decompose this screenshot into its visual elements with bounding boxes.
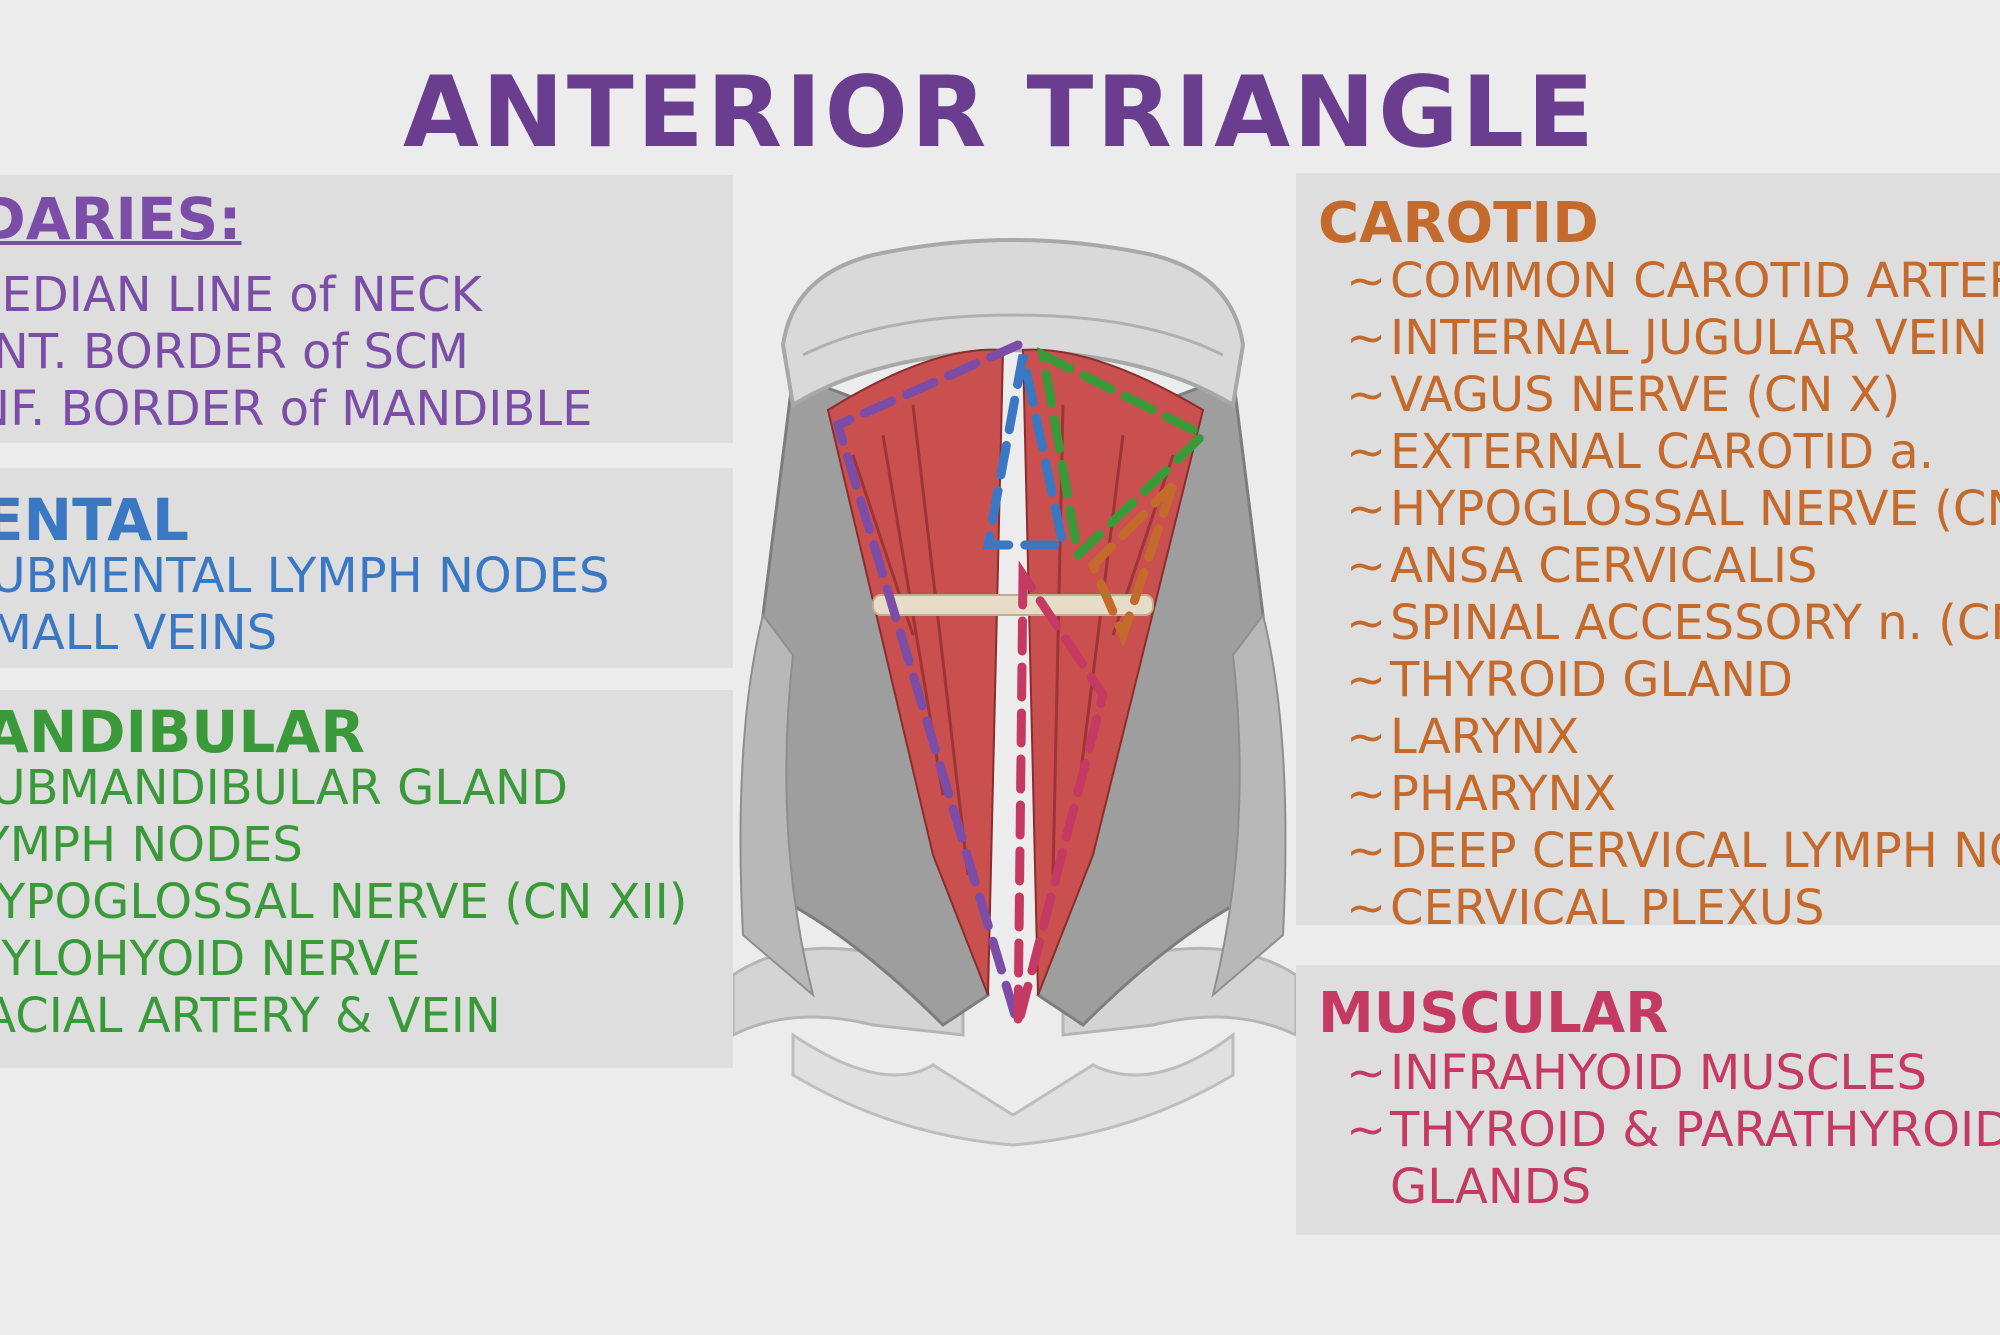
list-item: ~INTERNAL JUGULAR VEIN	[1346, 310, 2000, 367]
tilde-bullet: ~	[1346, 538, 1387, 594]
list-item-label: CERVICAL PLEXUS	[1390, 880, 1825, 925]
tilde-bullet: ~	[1346, 310, 1387, 366]
carotid-heading: CAROTID	[1318, 191, 1599, 256]
tilde-bullet: ~	[1346, 481, 1387, 537]
clavicle-shapes	[733, 946, 1296, 1147]
submental-outline	[982, 354, 1069, 550]
list-item-label: ANSA CERVICALIS	[1390, 538, 1818, 594]
list-item: INF. BORDER of MANDIBLE	[0, 381, 593, 437]
list-item-label: THYROID & PARATHYROID	[1390, 1102, 2000, 1158]
page-title: ANTERIOR TRIANGLE	[403, 56, 1597, 170]
submandibular-panel: BMANDIBULAR SUBMANDIBULAR GLAND LYMPH NO…	[0, 690, 733, 1068]
neck-illustration	[733, 238, 1296, 1147]
list-item: ~PHARYNX	[1346, 766, 2000, 823]
list-item: LYMPH NODES	[0, 817, 303, 873]
carotid-panel: CAROTID ~COMMON CAROTID ARTERY ~INTERNAL…	[1296, 173, 2000, 925]
list-item: ~EXTERNAL CAROTID a.	[1346, 424, 2000, 481]
tilde-bullet: ~	[1346, 1045, 1387, 1101]
list-item: ~COMMON CAROTID ARTERY	[1346, 253, 2000, 310]
list-item: ~THYROID & PARATHYROID	[1346, 1102, 2000, 1159]
tilde-bullet: ~	[1346, 1102, 1387, 1158]
list-item: FACIAL ARTERY & VEIN	[0, 988, 501, 1044]
list-item: ~CERVICAL PLEXUS	[1346, 880, 2000, 925]
tilde-bullet: ~	[1346, 709, 1387, 765]
list-item: ~LARYNX	[1346, 709, 2000, 766]
list-item: HYPOGLOSSAL NERVE (CN XII)	[0, 874, 688, 930]
list-item: ~DEEP CERVICAL LYMPH NODES	[1346, 823, 2000, 880]
muscular-outline	[1013, 560, 1108, 1027]
tilde-bullet: ~	[1346, 253, 1387, 309]
tilde-bullet: ~	[1346, 652, 1387, 708]
list-item-label: INTERNAL JUGULAR VEIN	[1390, 310, 1988, 366]
list-item: ~HYPOGLOSSAL NERVE (CN XII)	[1346, 481, 2000, 538]
submandibular-list: SUBMANDIBULAR GLAND LYMPH NODES HYPOGLOS…	[0, 760, 688, 1045]
list-item-label: HYPOGLOSSAL NERVE (CN XII)	[1390, 481, 2000, 537]
list-item-label: DEEP CERVICAL LYMPH NODES	[1390, 823, 2000, 879]
tilde-bullet: ~	[1346, 880, 1387, 925]
list-item-label: PHARYNX	[1390, 766, 1617, 822]
carotid-outline	[1087, 481, 1178, 648]
muscular-heading: MUSCULAR	[1318, 981, 1669, 1046]
lateral-muscles	[739, 372, 1287, 1027]
triangle-outlines	[832, 340, 1211, 1030]
tilde-bullet: ~	[1346, 823, 1387, 879]
list-item: ~ANSA CERVICALIS	[1346, 538, 2000, 595]
list-item: ~VAGUS NERVE (CN X)	[1346, 367, 2000, 424]
list-item-label: VAGUS NERVE (CN X)	[1390, 367, 1901, 423]
submental-heading: BMENTAL	[0, 486, 189, 554]
list-item: ~INFRAHYOID MUSCLES	[1346, 1045, 2000, 1102]
list-item-label: SPINAL ACCESSORY n. (CN XI)	[1390, 595, 2000, 651]
boundaries-heading: UNDARIES:	[0, 185, 242, 253]
carotid-list: ~COMMON CAROTID ARTERY ~INTERNAL JUGULAR…	[1346, 253, 2000, 925]
list-item-label: INFRAHYOID MUSCLES	[1390, 1045, 1927, 1101]
boundary-outline	[832, 340, 1023, 1030]
list-item: SUBMANDIBULAR GLAND	[0, 760, 568, 816]
list-item: GLANDS	[1346, 1159, 2000, 1216]
list-item: MYLOHYOID NERVE	[0, 931, 421, 987]
submandibular-outline	[1037, 346, 1211, 565]
tilde-bullet: ~	[1346, 766, 1387, 822]
list-item-label: GLANDS	[1390, 1159, 1592, 1215]
boundaries-panel: UNDARIES: MEDIAN LINE of NECK ANT. BORDE…	[0, 175, 733, 443]
tilde-bullet: ~	[1346, 424, 1387, 480]
tilde-bullet: ~	[1346, 367, 1387, 423]
submandibular-heading: BMANDIBULAR	[0, 698, 365, 766]
list-item-label: THYROID GLAND	[1390, 652, 1793, 708]
muscular-list: ~INFRAHYOID MUSCLES ~THYROID & PARATHYRO…	[1346, 1045, 2000, 1216]
list-item-label: LARYNX	[1390, 709, 1580, 765]
mandible-shape	[780, 238, 1246, 409]
list-item: MEDIAN LINE of NECK	[0, 267, 482, 323]
list-item: ~THYROID GLAND	[1346, 652, 2000, 709]
boundaries-list: MEDIAN LINE of NECK ANT. BORDER of SCM I…	[0, 267, 592, 438]
muscular-panel: MUSCULAR ~INFRAHYOID MUSCLES ~THYROID & …	[1296, 965, 2000, 1235]
tilde-bullet: ~	[1346, 595, 1387, 651]
list-item-label: COMMON CAROTID ARTERY	[1390, 253, 2000, 309]
list-item-label: EXTERNAL CAROTID a.	[1390, 424, 1934, 480]
list-item: ~SPINAL ACCESSORY n. (CN XI)	[1346, 595, 2000, 652]
list-item: ANT. BORDER of SCM	[0, 324, 469, 380]
list-item: SUBMENTAL LYMPH NODES	[0, 548, 610, 604]
